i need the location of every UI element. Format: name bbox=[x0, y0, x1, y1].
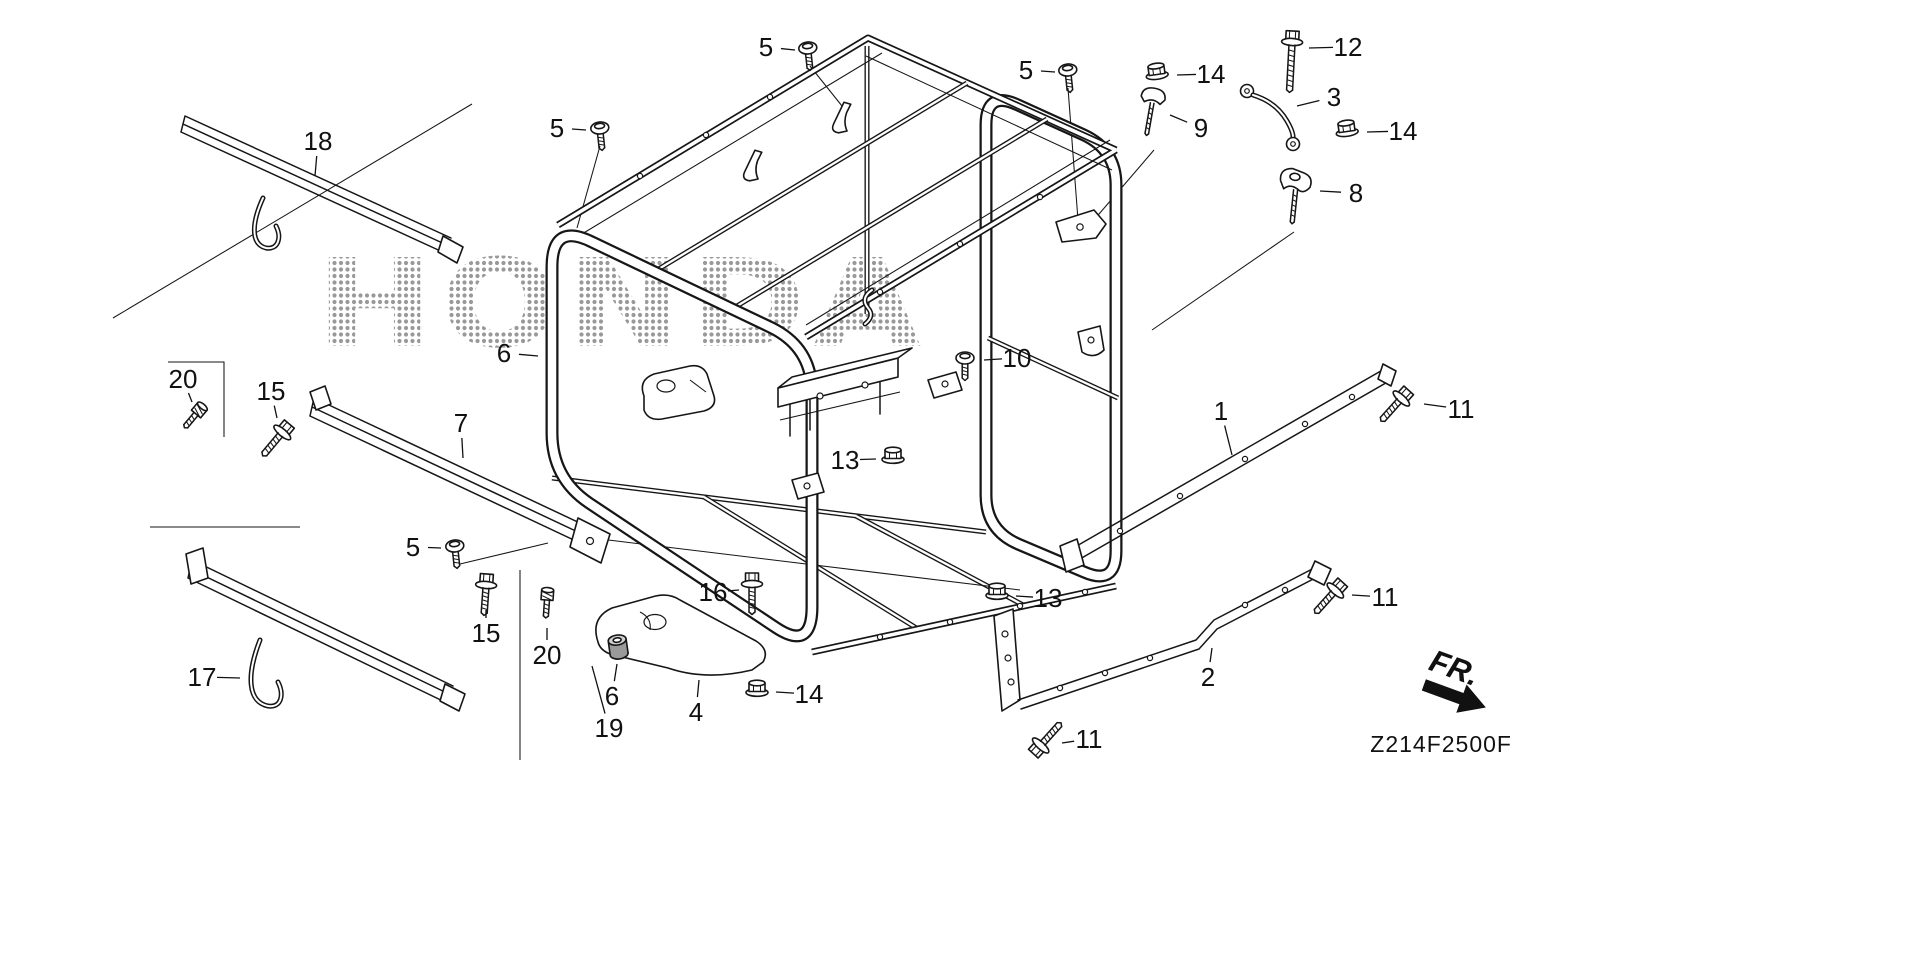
front-arrow-icon bbox=[1421, 679, 1486, 713]
hook-bracket bbox=[1077, 325, 1105, 357]
callout-leader-5 bbox=[780, 47, 796, 51]
rail-part-2 bbox=[993, 560, 1332, 712]
callout-leader-3 bbox=[1296, 99, 1320, 107]
callout-leader-11 bbox=[1351, 594, 1371, 597]
callout-leader-14 bbox=[1176, 73, 1197, 76]
part-callout-17: 17 bbox=[188, 662, 217, 692]
hardware-part-14-nut-flange bbox=[745, 679, 769, 698]
part-callout-10: 10 bbox=[1003, 343, 1032, 373]
rail-part-17 bbox=[185, 547, 466, 712]
part-callout-14: 14 bbox=[795, 679, 824, 709]
callout-leader-5 bbox=[571, 128, 587, 131]
part-callout-7: 7 bbox=[454, 408, 468, 438]
rail-part-1 bbox=[1059, 363, 1397, 573]
part-callout-1: 1 bbox=[1214, 396, 1228, 426]
frame-bolt-holes bbox=[636, 93, 1089, 641]
part-callout-13: 13 bbox=[1034, 583, 1063, 613]
callout-leader-9 bbox=[1169, 114, 1188, 123]
part-callout-12: 12 bbox=[1334, 32, 1363, 62]
battery-setting-band bbox=[1239, 83, 1301, 152]
callout-leader-4 bbox=[696, 679, 700, 698]
part-callout-8: 8 bbox=[1349, 178, 1363, 208]
hardware-part-13-nut-flange bbox=[985, 582, 1009, 601]
rail-part-7 bbox=[309, 385, 611, 564]
callout-leader-20 bbox=[187, 392, 193, 403]
hardware-part-13-nut-flange bbox=[881, 446, 905, 465]
part-callout-5: 5 bbox=[406, 532, 420, 562]
part-callout-2: 2 bbox=[1201, 662, 1215, 692]
callout-leader-10 bbox=[983, 358, 1003, 361]
callout-leader-19 bbox=[591, 665, 606, 714]
center-cross-member bbox=[777, 347, 913, 437]
part-callout-20: 20 bbox=[169, 364, 198, 394]
callout-leader-12 bbox=[1308, 46, 1334, 49]
wire-hook bbox=[862, 287, 875, 327]
callout-leader-17 bbox=[216, 676, 241, 679]
callout-leader-6 bbox=[613, 663, 618, 682]
part-callout-11: 11 bbox=[1076, 724, 1103, 754]
part-callout-9: 9 bbox=[1194, 113, 1208, 143]
part-callout-5: 5 bbox=[1019, 55, 1033, 85]
part-callout-4: 4 bbox=[689, 697, 703, 727]
callout-leader-7 bbox=[461, 437, 464, 459]
part-callout-14: 14 bbox=[1389, 116, 1418, 146]
callout-leader-2 bbox=[1209, 647, 1213, 663]
callout-leader-11 bbox=[1423, 403, 1447, 408]
part-callout-16: 16 bbox=[699, 577, 728, 607]
part-callout-15: 15 bbox=[257, 376, 286, 406]
foot-bracket bbox=[791, 472, 825, 500]
part-callout-11: 11 bbox=[1448, 394, 1475, 424]
diagram-code: Z214F2500F bbox=[1370, 731, 1512, 757]
callout-leader-15 bbox=[273, 405, 278, 419]
part-callout-19: 19 bbox=[595, 713, 624, 743]
callout-leader-5 bbox=[1040, 70, 1056, 73]
part-callout-3: 3 bbox=[1327, 82, 1341, 112]
construction-lines bbox=[112, 65, 1295, 760]
part-callout-5: 5 bbox=[550, 113, 564, 143]
callout-leader-16 bbox=[727, 589, 740, 592]
part-callout-15: 15 bbox=[472, 618, 501, 648]
callout-leader-18 bbox=[314, 155, 318, 177]
part-callout-20: 20 bbox=[533, 640, 562, 670]
callout-leader-8 bbox=[1319, 190, 1342, 193]
part-callout-13: 13 bbox=[831, 445, 860, 475]
part-callout-5: 5 bbox=[759, 32, 773, 62]
side-mount-plate bbox=[641, 364, 716, 421]
callout-leader-13 bbox=[859, 458, 877, 461]
main-frame-assembly bbox=[552, 38, 1118, 652]
callout-leader-14 bbox=[1366, 130, 1389, 133]
part-callout-6: 6 bbox=[605, 681, 619, 711]
callout-leader-13 bbox=[1015, 595, 1034, 598]
callout-leader-1 bbox=[1224, 425, 1233, 456]
callout-leader-14 bbox=[775, 691, 795, 694]
part-callout-11: 11 bbox=[1372, 582, 1399, 612]
rail-part-18 bbox=[180, 115, 464, 264]
plate-part-4 bbox=[595, 594, 767, 676]
part-callout-6: 6 bbox=[497, 338, 511, 368]
part-callout-18: 18 bbox=[304, 126, 333, 156]
callout-leader-11 bbox=[1061, 740, 1075, 744]
latch-bracket bbox=[1055, 209, 1107, 243]
part-callout-14: 14 bbox=[1197, 59, 1226, 89]
callout-leader-6 bbox=[518, 353, 539, 357]
hardware-part-19-collar-part bbox=[606, 633, 630, 661]
inner-bracket bbox=[927, 371, 963, 399]
